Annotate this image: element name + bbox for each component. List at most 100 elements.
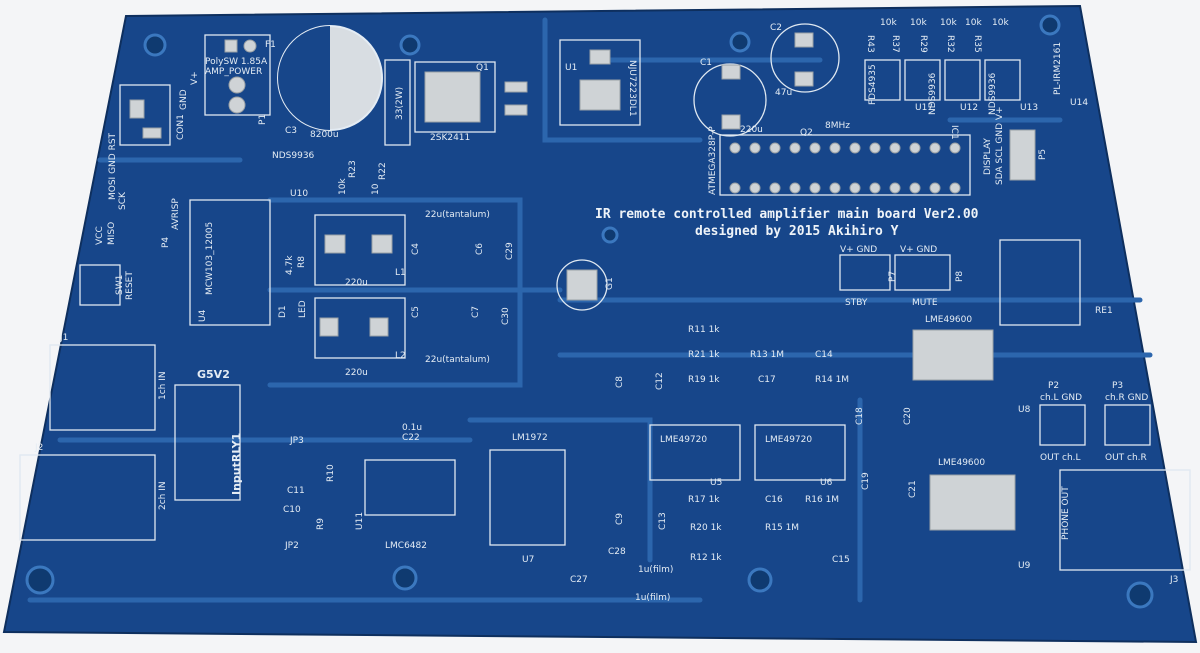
label: VCC: [95, 226, 105, 245]
label: SCK: [118, 191, 128, 210]
label: 33(2W): [395, 87, 405, 120]
label: U12: [960, 103, 978, 113]
label: R23: [348, 160, 358, 178]
label: R15 1M: [765, 523, 799, 533]
label: D1: [278, 305, 288, 318]
label: R8: [297, 256, 307, 268]
label: C15: [832, 555, 850, 565]
label: 22u(tantalum): [425, 210, 490, 220]
label: PHONE OUT: [1061, 486, 1071, 540]
label: ATMEGA328P-P: [708, 126, 718, 195]
label: RE1: [1095, 306, 1113, 316]
label: NDS9936: [928, 72, 938, 115]
label: R22: [378, 162, 388, 180]
label: C8: [615, 376, 625, 388]
label: L1: [395, 268, 406, 278]
label: R35: [972, 35, 982, 53]
label: LMC6482: [385, 541, 427, 551]
label: C30: [501, 307, 511, 325]
label: U7: [522, 555, 534, 565]
label: J3: [1169, 575, 1178, 585]
label: C17: [758, 375, 776, 385]
label: R14 1M: [815, 375, 849, 385]
label: 4.7k: [285, 255, 295, 275]
label: U9: [1018, 561, 1031, 571]
label: NJU7223DL1: [627, 60, 637, 117]
board-substrate: [2, 4, 1198, 644]
label: FDS4935: [868, 64, 878, 105]
board-subtitle: designed by 2015 Akihiro Y: [695, 224, 899, 239]
label: C28: [608, 547, 626, 557]
label: C19: [861, 472, 871, 490]
label: U13: [1020, 103, 1038, 113]
label: LM1972: [512, 433, 548, 443]
label: 220u: [345, 278, 368, 288]
label: P1: [258, 114, 268, 125]
label: Q1: [476, 63, 489, 73]
label: R16 1M: [805, 495, 839, 505]
label: C13: [658, 512, 668, 530]
label: R13 1M: [750, 350, 784, 360]
label: U10: [290, 189, 308, 199]
label: OUT ch.L: [1040, 453, 1081, 463]
label: R29: [918, 35, 928, 53]
label: C21: [908, 480, 918, 498]
label: R43: [865, 35, 875, 53]
label: AVRISP: [171, 198, 181, 230]
label: V+ GND: [900, 245, 937, 255]
label: 47u: [775, 88, 792, 98]
label: IC1: [949, 125, 959, 140]
label: R10: [326, 464, 336, 482]
label: 2SK2411: [430, 133, 470, 143]
label: P8: [955, 271, 965, 282]
label: C9: [615, 513, 625, 525]
label: C18: [855, 407, 865, 425]
label: C6: [475, 243, 485, 255]
label: ch.R GND: [1105, 393, 1148, 403]
label: C14: [815, 350, 833, 360]
label: 10k: [940, 18, 957, 28]
label: C2: [770, 23, 782, 33]
label: U14: [1070, 98, 1088, 108]
label: MUTE: [912, 298, 938, 308]
label: V+: [190, 71, 200, 85]
components: [19, 23, 1191, 571]
label: LME49600: [938, 458, 985, 468]
label: U1: [565, 63, 577, 73]
label: C4: [411, 243, 421, 255]
label: 10k: [880, 18, 897, 28]
label: J1: [59, 333, 68, 343]
label: C12: [655, 372, 665, 390]
label: U5: [710, 478, 722, 488]
label: InputRLY1: [230, 433, 243, 495]
label: LME49720: [765, 435, 812, 445]
board-title: IR remote controlled amplifier main boar…: [595, 207, 979, 222]
label: MOSI GND RST: [108, 132, 118, 200]
label: U6: [820, 478, 833, 488]
label: 1u(film): [638, 565, 673, 575]
label: U11: [355, 512, 365, 530]
label: G5V2: [197, 368, 230, 381]
label: J2: [34, 443, 43, 453]
label: 220u: [740, 125, 763, 135]
label: AMP_POWER: [205, 67, 262, 77]
label: L2: [395, 351, 406, 361]
label: 10k: [992, 18, 1009, 28]
label: 1u(film): [635, 593, 670, 603]
label: 10k: [910, 18, 927, 28]
label: STBY: [845, 298, 868, 308]
label: 2ch IN: [158, 481, 168, 510]
label: U4: [198, 309, 208, 322]
label: 22u(tantalum): [425, 355, 490, 365]
label: C22: [402, 433, 420, 443]
silkscreen-labels: IR remote controlled amplifier main boar…: [34, 18, 1178, 603]
label: 0.1u: [402, 423, 422, 433]
label: 8200u: [310, 130, 339, 140]
label: R9: [316, 518, 326, 530]
label: PL-IRM2161: [1053, 42, 1063, 95]
label: R20 1k: [690, 523, 722, 533]
copper-traces: [27, 17, 1153, 603]
label: R12 1k: [690, 553, 722, 563]
label: Q2: [800, 128, 813, 138]
